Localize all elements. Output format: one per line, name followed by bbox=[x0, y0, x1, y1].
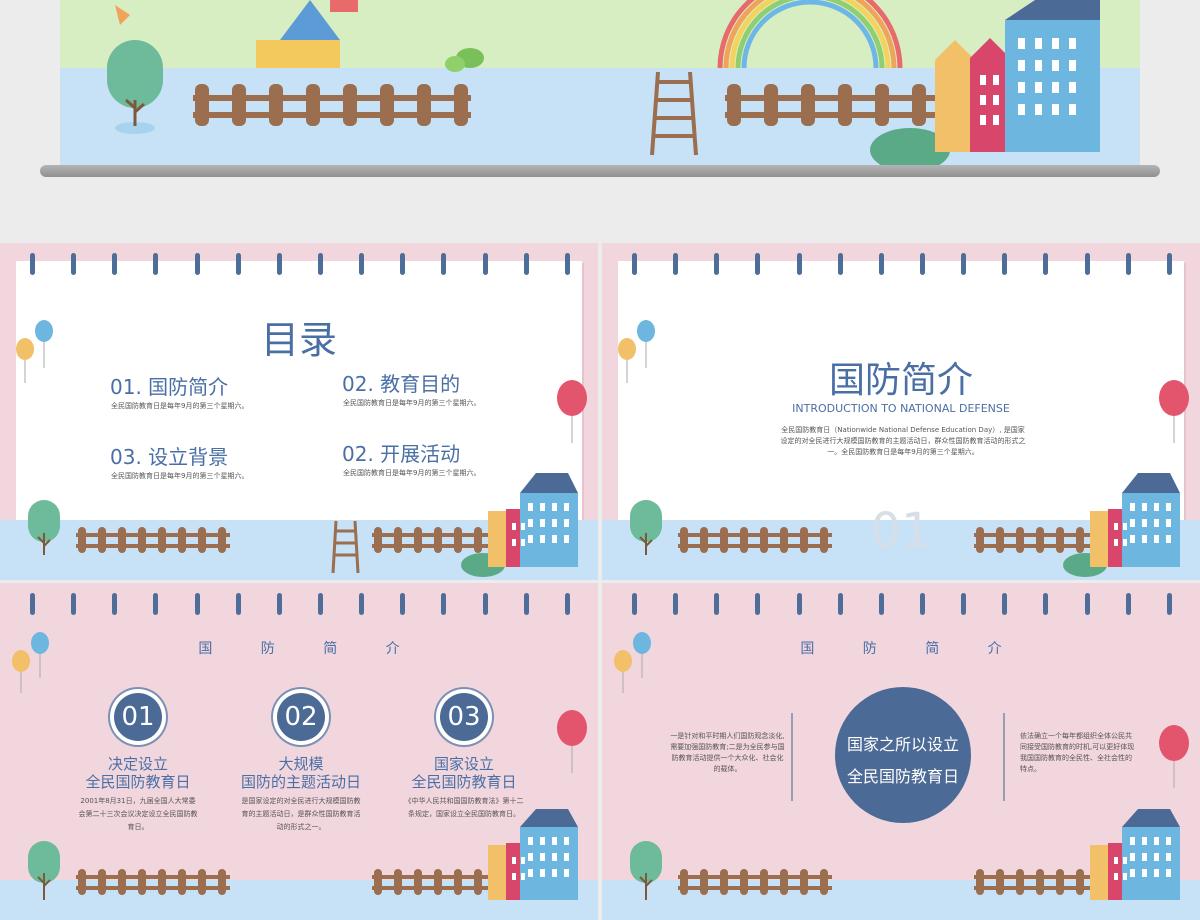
ladder-icon bbox=[331, 520, 360, 574]
tree-icon bbox=[107, 40, 163, 134]
balloon-icon bbox=[557, 710, 587, 773]
notebook-rings bbox=[30, 593, 570, 615]
balloon-icon bbox=[12, 632, 49, 693]
balloon-icon bbox=[557, 380, 587, 443]
top-banner bbox=[0, 0, 1200, 240]
slide-reason-decor bbox=[614, 632, 1189, 900]
rainbow-icon bbox=[717, 0, 903, 69]
top-scene-illustration bbox=[60, 0, 1140, 165]
toc-item-3-desc: 全民国防教育日是每年9月的第三个星期六。 bbox=[111, 472, 249, 480]
intro-subtitle: INTRODUCTION TO NATIONAL DEFENSE bbox=[792, 402, 1010, 415]
step-3-heading-2: 全民国防教育日 bbox=[411, 773, 517, 791]
balloon-icon bbox=[1159, 380, 1189, 443]
tree-icon bbox=[28, 500, 60, 555]
notebook-paper bbox=[16, 261, 582, 561]
step-2-heading-2: 国防的主题活动日 bbox=[240, 773, 361, 791]
fence-icon bbox=[76, 869, 490, 895]
toc-item-1-desc: 全民国防教育日是每年9月的第三个星期六。 bbox=[111, 402, 249, 410]
step-circle-1: 01 bbox=[114, 693, 162, 741]
toc-title: 目录 bbox=[260, 318, 337, 362]
balloon-icon bbox=[1159, 725, 1189, 788]
tree-icon bbox=[28, 841, 60, 900]
columns-title: 国 防 简 介 bbox=[198, 641, 422, 657]
step-2-body: 是国家设定的对全民进行大规模国防教育的主题活动日，是群众性国防教育活动的形式之一… bbox=[241, 797, 361, 831]
step-circle-3: 03 bbox=[440, 693, 488, 741]
step-circle-2: 02 bbox=[277, 693, 325, 741]
fence-icon bbox=[193, 84, 935, 126]
reason-left-text: 一是针对和平时期人们国防观念淡化,需要加强国防教育;二是为全民参与国防教育活动提… bbox=[670, 732, 785, 773]
tree-icon bbox=[630, 500, 662, 555]
fence-icon bbox=[76, 527, 490, 553]
toc-item-4-label[interactable]: 02. 开展活动 bbox=[342, 442, 461, 466]
step-1-heading-1: 决定设立 bbox=[107, 755, 168, 773]
fence-icon bbox=[678, 869, 1092, 895]
buildings-icon bbox=[870, 0, 1100, 165]
reason-center-text: 国家之所以设立全民国防教育日 bbox=[846, 735, 959, 786]
buildings-icon bbox=[1063, 473, 1180, 577]
tree-icon bbox=[630, 841, 662, 900]
reason-center-circle bbox=[835, 687, 971, 823]
slide-three-columns[interactable]: 国 防 简 介 01 决定设立 全民国防教育日 2001年8月31日，九届全国人… bbox=[0, 583, 598, 920]
step-3-heading-1: 国家设立 bbox=[433, 755, 494, 773]
buildings-icon bbox=[461, 473, 578, 577]
step-3-body: 《中华人民共和国国防教育法》第十二条规定，国家设立全民国防教育日。 bbox=[404, 797, 524, 818]
fence-icon bbox=[678, 527, 1092, 553]
step-1-body: 2001年8月31日，九届全国人大常委会第二十三次会议决定设立全民国防教育日。 bbox=[78, 797, 198, 831]
ladder-icon bbox=[650, 71, 698, 156]
toc-item-3-label[interactable]: 03. 设立背景 bbox=[110, 445, 229, 469]
slide-intro-decor bbox=[618, 320, 1189, 577]
decor-toys-icon bbox=[115, 0, 484, 72]
balloon-icon bbox=[16, 320, 53, 383]
intro-title: 国防简介 bbox=[828, 360, 973, 401]
notebook-rings bbox=[632, 593, 1172, 615]
notebook-rings bbox=[632, 253, 1172, 275]
reason-right-text: 依法确立一个每年都组织全体公民共同接受国防教育的时机,可以更好体现我国国防教育的… bbox=[1020, 732, 1135, 773]
toc-item-2-label[interactable]: 02. 教育目的 bbox=[342, 372, 461, 396]
toc-item-4-desc: 全民国防教育日是每年9月的第三个星期六。 bbox=[343, 469, 481, 477]
display-shelf bbox=[40, 165, 1160, 177]
slide-columns-decor bbox=[12, 632, 587, 900]
slide-reason[interactable]: 国 防 简 介 一是针对和平时期人们国防观念淡化,需要加强国防教育;二是为全民参… bbox=[602, 583, 1200, 920]
toc-item-1-label[interactable]: 01. 国防简介 bbox=[110, 375, 229, 399]
slide-toc[interactable]: 目录 01. 国防简介 全民国防教育日是每年9月的第三个星期六。 02. 教育目… bbox=[0, 243, 598, 580]
buildings-icon bbox=[1090, 809, 1180, 900]
toc-item-2-desc: 全民国防教育日是每年9月的第三个星期六。 bbox=[343, 399, 481, 407]
step-1-heading-2: 全民国防教育日 bbox=[85, 773, 191, 791]
step-2-heading-1: 大规模 bbox=[278, 755, 324, 773]
balloon-icon bbox=[614, 632, 651, 693]
reason-title: 国 防 简 介 bbox=[800, 641, 1024, 657]
buildings-icon bbox=[488, 809, 578, 900]
notebook-rings bbox=[30, 253, 570, 275]
balloon-icon bbox=[618, 320, 655, 383]
slide-intro[interactable]: 国防简介 INTRODUCTION TO NATIONAL DEFENSE 全民… bbox=[602, 243, 1200, 580]
top-scene-svg bbox=[60, 0, 1140, 165]
notebook-paper bbox=[618, 261, 1184, 561]
section-number: 01 bbox=[870, 503, 932, 559]
slide-toc-decor bbox=[16, 320, 587, 577]
intro-paragraph: 全民国防教育日（Nationwide National Defense Educ… bbox=[780, 426, 1026, 456]
